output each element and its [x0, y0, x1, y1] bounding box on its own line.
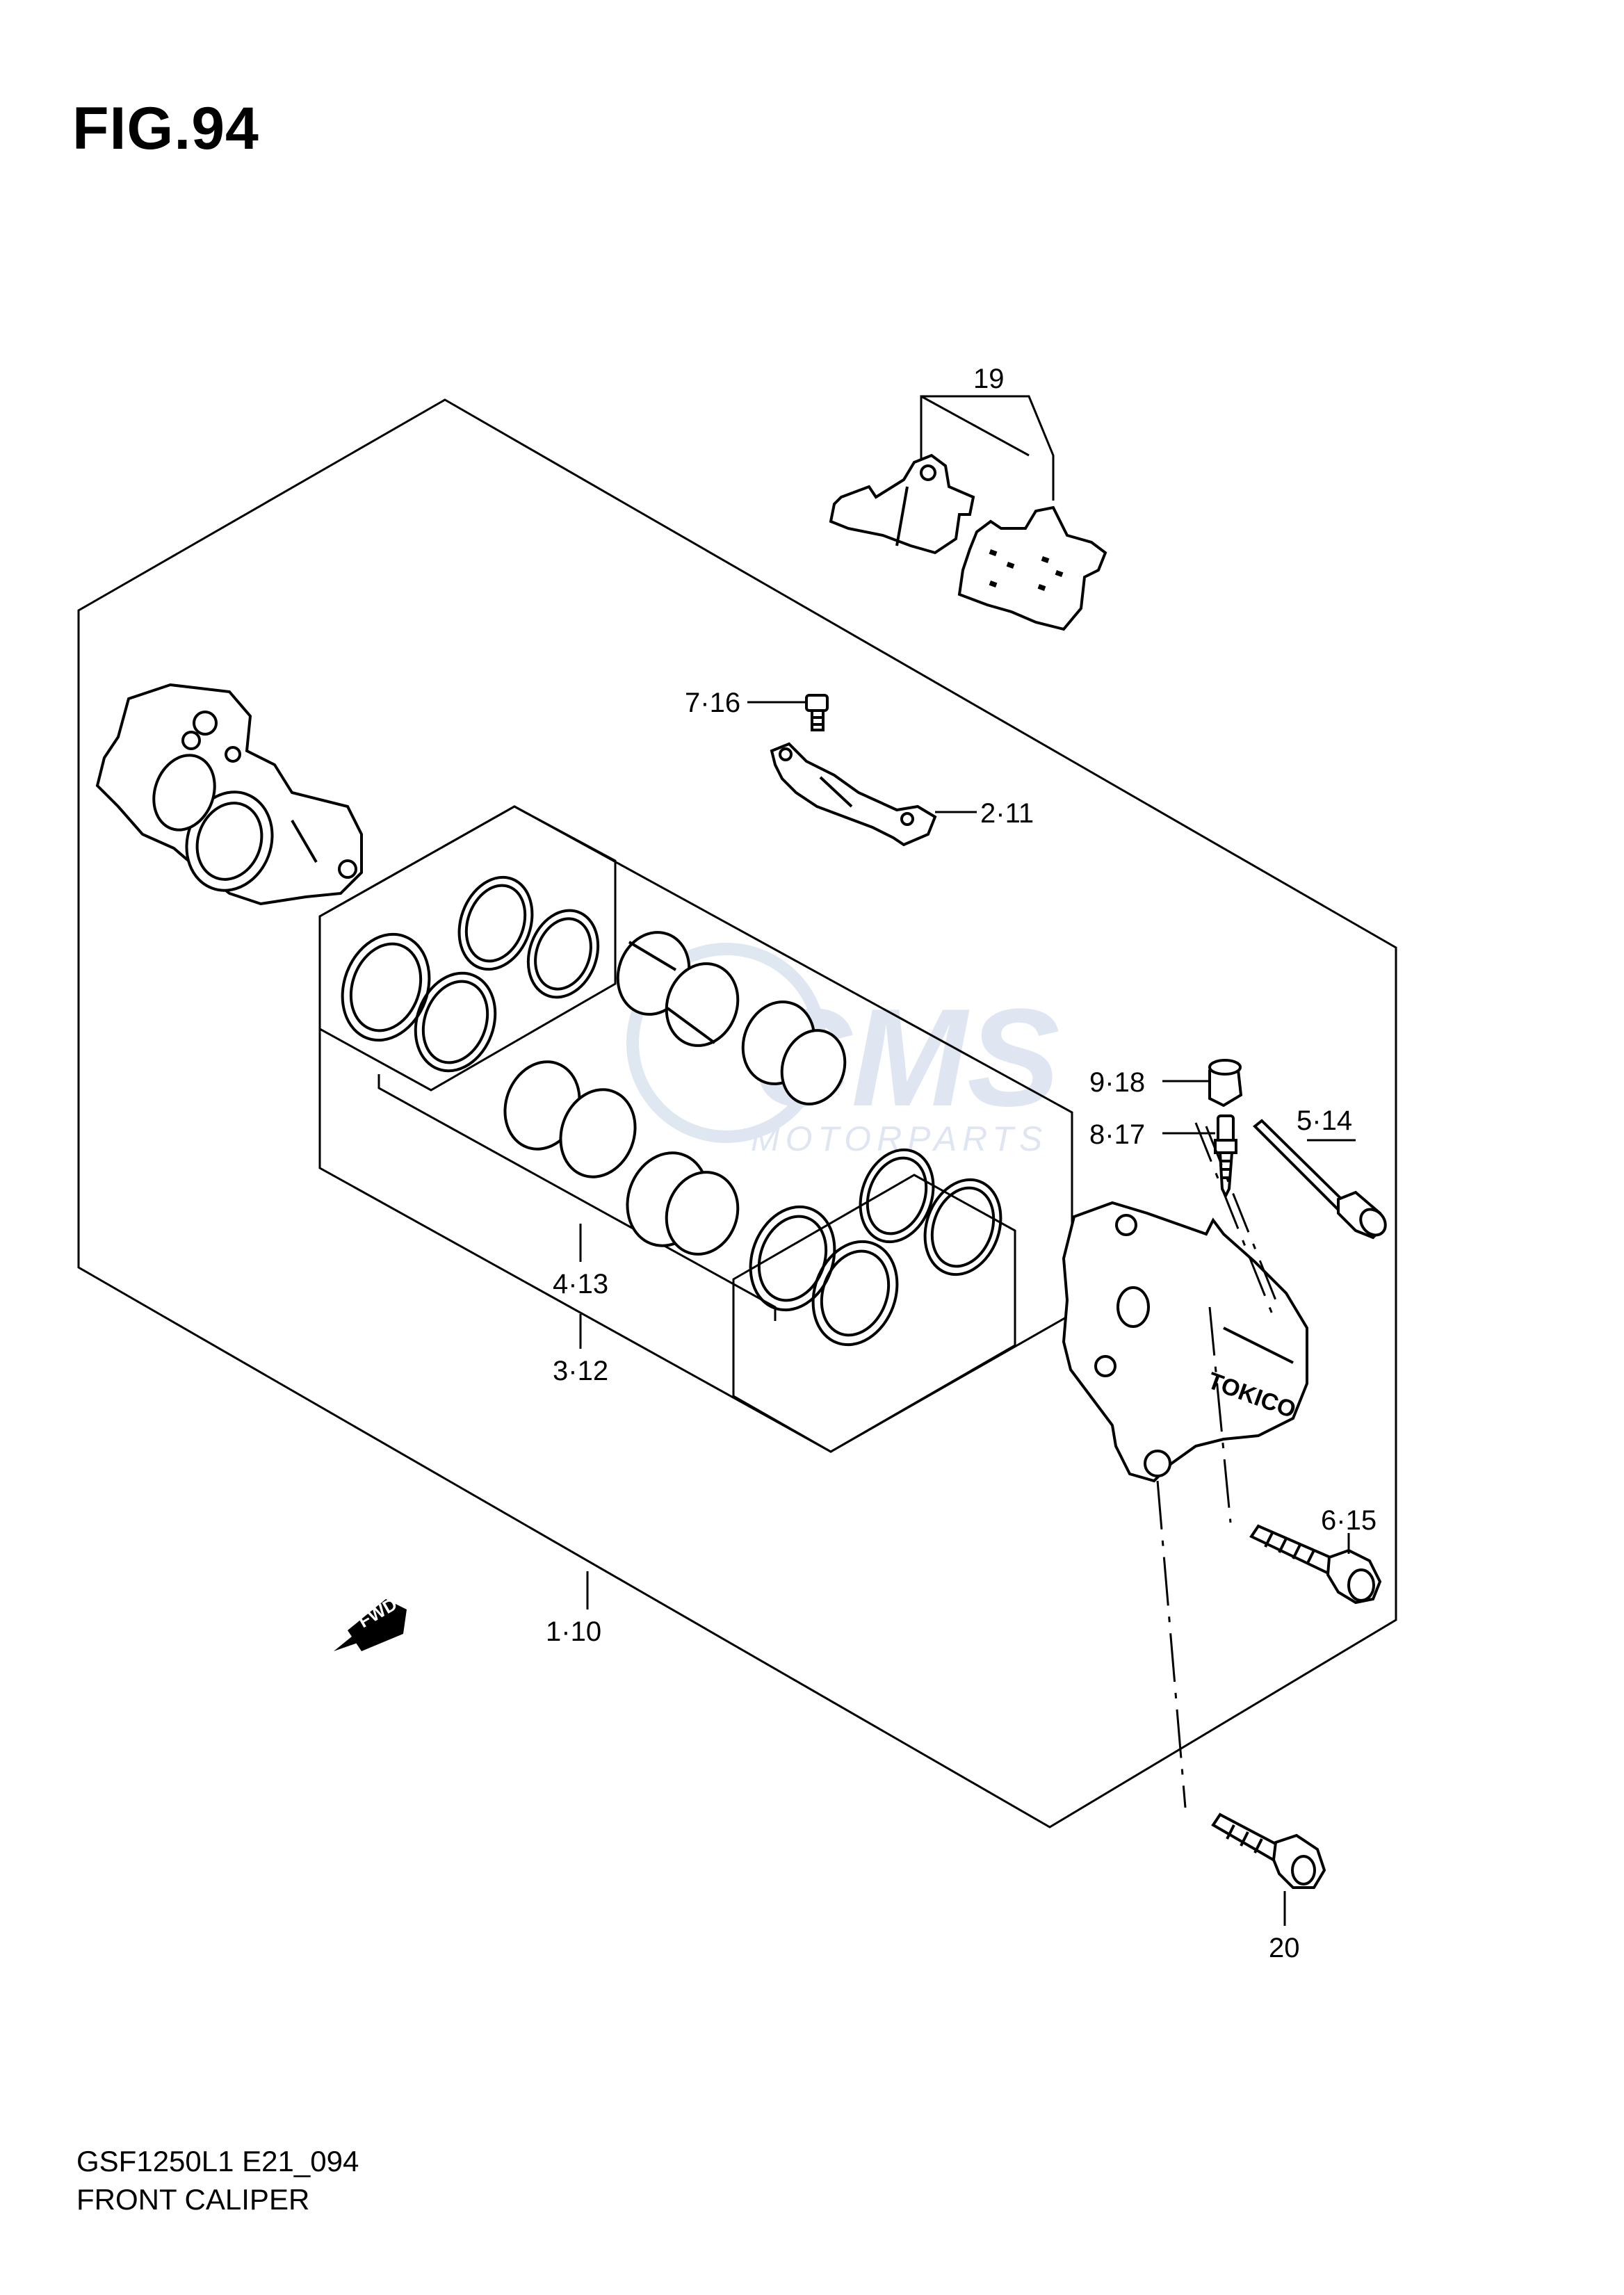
piston-4 — [626, 1151, 740, 1256]
piston-1 — [616, 931, 740, 1047]
label-7-16: 7·16 — [685, 688, 740, 718]
label-2-11: 2·11 — [980, 798, 1034, 829]
mounting-bolt-upper — [1249, 1524, 1382, 1605]
brake-pad-front — [829, 453, 975, 555]
seal-kit-group-upper — [318, 805, 617, 1092]
watermark-sub: MOTORPARTS — [751, 1119, 1048, 1158]
leader-19 — [920, 395, 1055, 501]
seal-kit-group-lower — [732, 1174, 1016, 1453]
pin-axis — [1194, 1122, 1274, 1315]
piston-bracket — [377, 1074, 777, 1321]
pistons — [503, 931, 847, 1256]
fwd-arrow: FWD — [334, 1593, 407, 1651]
piston-2 — [741, 1000, 847, 1105]
caliper-half-right: TOKICO — [1062, 1201, 1308, 1483]
label-4-13: 4·13 — [553, 1269, 608, 1299]
label-1-10: 1·10 — [546, 1616, 601, 1647]
leader-19-branch — [920, 395, 1030, 457]
piston-seals-upper — [341, 875, 600, 1073]
pin-axis-2 — [1205, 1126, 1277, 1301]
piston-3 — [503, 1060, 637, 1178]
label-3-12: 3·12 — [553, 1356, 608, 1386]
brake-pad-rear — [957, 505, 1107, 631]
label-8-17: 8·17 — [1089, 1119, 1145, 1150]
pad-spring-screw — [805, 694, 829, 731]
pad-pin — [1253, 1119, 1387, 1240]
assembly-outline — [77, 398, 1397, 1828]
bolt-axis-upper — [1208, 1306, 1232, 1523]
figure-title: FIG.94 — [72, 95, 259, 162]
mounting-bolt-lower — [1211, 1813, 1326, 1889]
bleeder-valve — [1214, 1114, 1237, 1199]
label-19: 19 — [973, 364, 1005, 394]
bolt-axis-lower — [1156, 1480, 1187, 1808]
piston-seals-lower — [749, 1148, 1002, 1347]
label-6-15: 6·15 — [1321, 1505, 1377, 1536]
bleeder-cap — [1208, 1059, 1243, 1108]
figure-code: GSF1250L1 E21_094 — [76, 2145, 359, 2178]
label-9-18: 9·18 — [1089, 1067, 1145, 1098]
label-5-14: 5·14 — [1297, 1105, 1352, 1136]
caliper-half-left — [95, 683, 363, 906]
figure-name: FRONT CALIPER — [76, 2183, 310, 2216]
label-20: 20 — [1269, 1933, 1300, 1963]
pad-spring — [770, 742, 937, 847]
